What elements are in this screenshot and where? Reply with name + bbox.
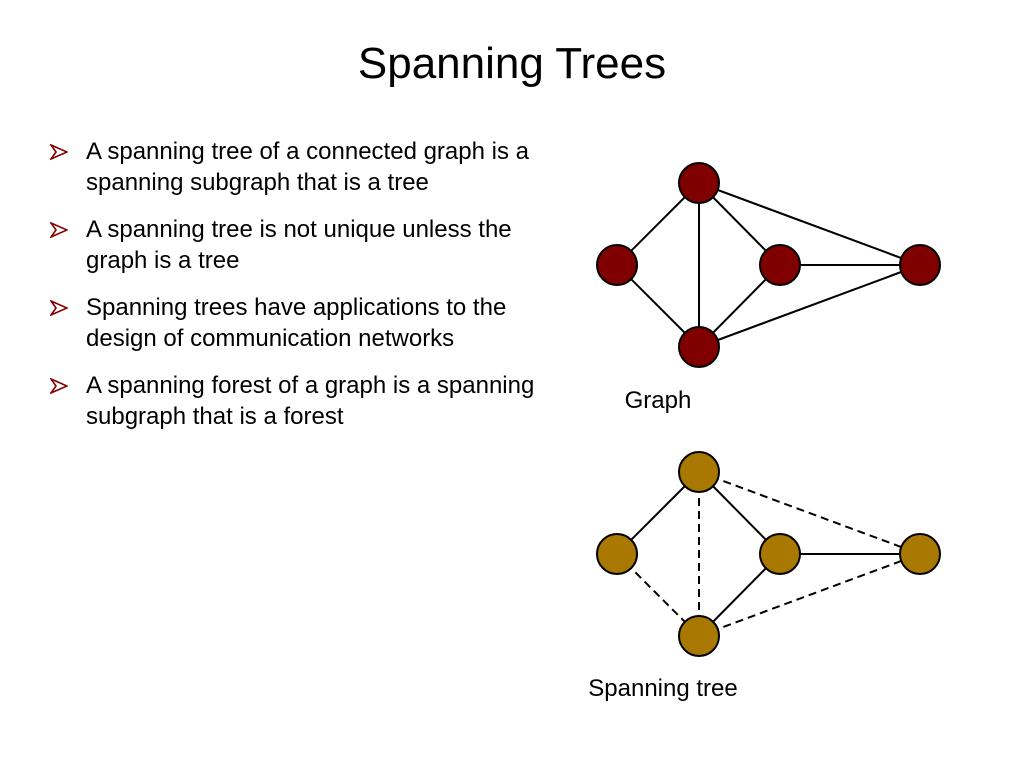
- edge-bottom-right: [698, 264, 921, 348]
- bullet-item: A spanning tree of a connected graph is …: [46, 136, 536, 198]
- arrowhead-bullet-icon: [50, 300, 68, 316]
- graph-caption: Graph: [625, 387, 692, 414]
- node-bottom: [678, 615, 720, 657]
- bullet-item: A spanning tree is not unique unless the…: [46, 214, 536, 276]
- bullet-text: A spanning forest of a graph is a spanni…: [86, 372, 535, 430]
- graph-diagram: [596, 162, 941, 368]
- node-bottom: [678, 326, 720, 368]
- node-middle: [759, 244, 801, 286]
- arrowhead-bullet-icon: [50, 378, 68, 394]
- edge-top-right: [698, 182, 921, 266]
- edge-top-right-dashed: [698, 471, 921, 555]
- node-right: [899, 533, 941, 575]
- node-left: [596, 244, 638, 286]
- arrowhead-bullet-icon: [50, 222, 68, 238]
- bullet-item: A spanning forest of a graph is a spanni…: [46, 370, 536, 432]
- node-left: [596, 533, 638, 575]
- bullet-text: A spanning tree is not unique unless the…: [86, 216, 512, 274]
- node-middle: [759, 533, 801, 575]
- spanning-tree-diagram: [596, 451, 941, 657]
- arrowhead-bullet-icon: [50, 144, 68, 160]
- node-top: [678, 451, 720, 493]
- node-right: [899, 244, 941, 286]
- bullet-text: Spanning trees have applications to the …: [86, 294, 507, 352]
- bullet-list: A spanning tree of a connected graph is …: [46, 136, 536, 448]
- bullet-text: A spanning tree of a connected graph is …: [86, 138, 529, 196]
- edge-bottom-right-dashed: [698, 553, 921, 637]
- slide-title: Spanning Trees: [357, 39, 667, 88]
- node-top: [678, 162, 720, 204]
- bullet-item: Spanning trees have applications to the …: [46, 292, 536, 354]
- spanning-tree-caption: Spanning tree: [588, 675, 737, 702]
